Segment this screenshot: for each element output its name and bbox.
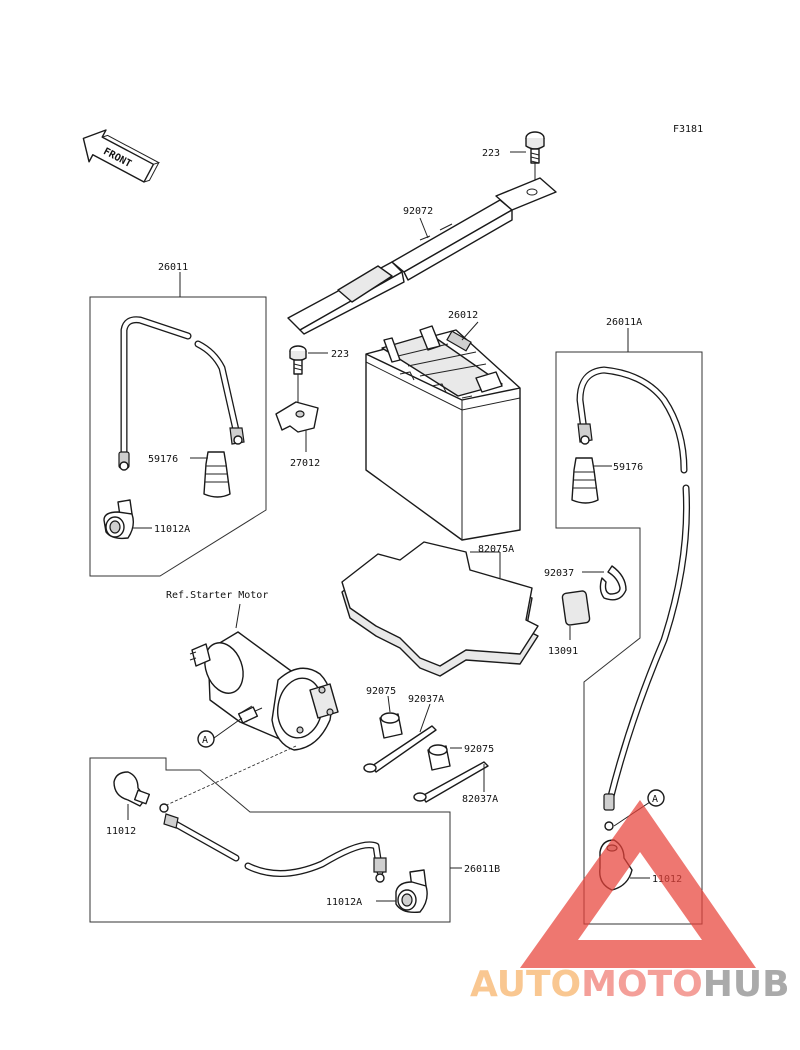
- label-26012: 26012: [448, 310, 478, 321]
- cap-11012A-bottom: [395, 869, 428, 914]
- group-box-26011B: [89, 757, 451, 923]
- label-11012A-bottom: 11012A: [326, 897, 362, 908]
- pad-82075A: [341, 541, 539, 677]
- label-82037A: 82037A: [462, 794, 498, 805]
- ref-marker-a-right: [647, 789, 665, 807]
- watermark-hub: HUB: [703, 964, 790, 1005]
- label-92075-a: 92075: [366, 686, 396, 697]
- ref-starter-motor-label: Ref.Starter Motor: [166, 590, 268, 601]
- label-223-top: 223: [482, 148, 500, 159]
- boot-92075-b: [427, 744, 451, 771]
- front-arrow-icon: FRONT: [82, 129, 161, 183]
- cable-26011B: [159, 803, 387, 883]
- starter-motor: [189, 631, 339, 751]
- label-92072: 92072: [403, 206, 433, 217]
- label-82075A: 82075A: [478, 544, 514, 555]
- boot-92075-a: [379, 712, 403, 739]
- group-box-26011: [89, 296, 267, 577]
- bracket-27012: [275, 401, 319, 433]
- cap-11012-left: [113, 771, 151, 807]
- svg-text:AUTOMOTOHUB: AUTOMOTOHUB: [470, 964, 790, 1005]
- tie-82037A: [413, 761, 489, 803]
- battery-strap-92072: [287, 177, 557, 335]
- clip-92037: [599, 565, 627, 601]
- figure-code: F3181: [673, 124, 703, 135]
- label-223-mid: 223: [331, 349, 349, 360]
- ref-a-left: A: [202, 735, 208, 746]
- label-92075-b: 92075: [464, 744, 494, 755]
- group-box-26011A: [555, 351, 703, 925]
- boot-59176-left: [203, 451, 231, 498]
- warning-triangle-icon: [520, 800, 756, 968]
- label-59176-right: 59176: [613, 462, 643, 473]
- boot-59176-right: [571, 457, 599, 504]
- label-11012A-left: 11012A: [154, 524, 190, 535]
- battery-26012: [365, 325, 521, 541]
- label-27012: 27012: [290, 458, 320, 469]
- label-59176-left: 59176: [148, 454, 178, 465]
- watermark-moto: MOTO: [581, 964, 703, 1005]
- label-92037A-a: 92037A: [408, 694, 444, 705]
- ref-marker-a-left: [197, 730, 215, 748]
- screw-223-mid: [289, 345, 307, 406]
- label-26011B: 26011B: [464, 864, 500, 875]
- cap-13091: [561, 590, 591, 626]
- cable-26011A: [576, 366, 691, 831]
- label-26011: 26011: [158, 262, 188, 273]
- cable-26011: [118, 316, 245, 471]
- label-26011A: 26011A: [606, 317, 642, 328]
- label-13091: 13091: [548, 646, 578, 657]
- watermark-logo: AUTOMOTOHUB: [470, 800, 790, 1005]
- watermark-auto: AUTO: [470, 964, 581, 1005]
- cap-11012A-left: [103, 499, 135, 540]
- tie-92037A-a: [363, 725, 437, 773]
- label-92037: 92037: [544, 568, 574, 579]
- label-11012-left: 11012: [106, 826, 136, 837]
- ref-a-right: A: [652, 794, 658, 805]
